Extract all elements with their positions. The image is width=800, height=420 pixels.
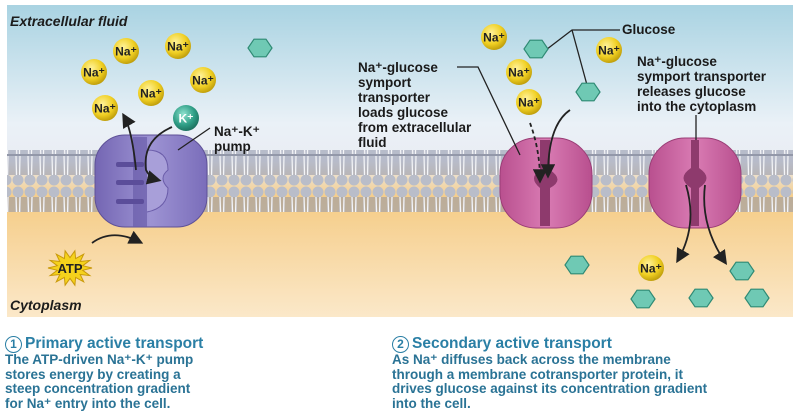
sodium-ion: Na⁺ bbox=[138, 80, 164, 106]
potassium-in-arrow bbox=[144, 126, 173, 185]
potassium-ion-symbol: K⁺ bbox=[179, 112, 194, 126]
sodium-ion: Na⁺ bbox=[516, 89, 542, 115]
sodium-out-arrow bbox=[122, 112, 137, 171]
sodium-ion-symbol: Na⁺ bbox=[192, 74, 214, 88]
sodium-ion: Na⁺ bbox=[481, 24, 507, 50]
sodium-ion-circle bbox=[165, 33, 191, 59]
leader-lines bbox=[177, 29, 697, 156]
sodium-ion-circle bbox=[92, 95, 118, 121]
sodium-ion: Na⁺ bbox=[638, 255, 664, 281]
symporter-releasing bbox=[648, 137, 742, 229]
sodium-ion-symbol: Na⁺ bbox=[83, 66, 105, 80]
glucose-molecule bbox=[744, 288, 770, 308]
sodium-ion: Na⁺ bbox=[113, 38, 139, 64]
sodium-ion: Na⁺ bbox=[596, 37, 622, 63]
sodium-ion-symbol: Na⁺ bbox=[94, 102, 116, 116]
sodium-ion: Na⁺ bbox=[81, 59, 107, 85]
transport-diagram: Na⁺ Na⁺ Na⁺ Na⁺ Na⁺ Na⁺ Na⁺ Na⁺ Na⁺ Na⁺ Na⁺ K⁺ ATP bbox=[7, 5, 793, 317]
sodium-ion: Na⁺ bbox=[92, 95, 118, 121]
glucose-molecule bbox=[247, 38, 273, 58]
sodium-ion-symbol: Na⁺ bbox=[640, 262, 662, 276]
glucose-molecule bbox=[575, 82, 601, 102]
sodium-ion-symbol: Na⁺ bbox=[140, 87, 162, 101]
glucose-molecule bbox=[630, 289, 656, 309]
symporter-loading bbox=[499, 137, 593, 229]
sodium-ion-symbol: Na⁺ bbox=[598, 44, 620, 58]
potassium-ion: K⁺ bbox=[173, 105, 199, 131]
primary-transport-title: Primary active transport bbox=[25, 335, 204, 352]
potassium-ion-circle bbox=[173, 105, 199, 131]
sodium-ion: Na⁺ bbox=[506, 59, 532, 85]
glucose-molecule bbox=[729, 261, 755, 281]
sodium-ion-circle bbox=[481, 24, 507, 50]
sodium-symport-arrow bbox=[529, 122, 548, 184]
sodium-ion-circle bbox=[81, 59, 107, 85]
glucose-molecule bbox=[564, 255, 590, 275]
sodium-ion-symbol: Na⁺ bbox=[483, 31, 505, 45]
sodium-ion: Na⁺ bbox=[165, 33, 191, 59]
pump-label: Na⁺-K⁺ pump bbox=[214, 124, 260, 154]
sodium-ion-circle bbox=[506, 59, 532, 85]
secondary-transport-title: Secondary active transport bbox=[412, 335, 612, 352]
step-number-2: 2 bbox=[392, 335, 409, 353]
atp-label: ATP bbox=[57, 261, 82, 276]
sodium-ion-symbol: Na⁺ bbox=[518, 96, 540, 110]
sodium-potassium-pump bbox=[94, 134, 208, 228]
extracellular-fluid-label: Extracellular fluid bbox=[10, 13, 128, 29]
sodium-ion-circle bbox=[190, 67, 216, 93]
secondary-transport-body: As Na⁺ diffuses back across the membrane… bbox=[392, 352, 708, 411]
sodium-ion-symbol: Na⁺ bbox=[167, 40, 189, 54]
sodium-ion-circle bbox=[596, 37, 622, 63]
symport-releasing-label: Na⁺-glucose symport transporter releases… bbox=[637, 54, 767, 114]
glucose-label: Glucose bbox=[622, 22, 676, 37]
sodium-ion-symbol: Na⁺ bbox=[508, 66, 530, 80]
sodium-release-arrow bbox=[676, 184, 692, 264]
cytoplasm-label: Cytoplasm bbox=[10, 297, 82, 313]
atp-arrow bbox=[91, 230, 144, 244]
transport-arrows bbox=[91, 109, 728, 265]
glucose-release-arrow bbox=[703, 184, 728, 265]
sodium-ion-circle bbox=[138, 80, 164, 106]
sodium-ion-circle bbox=[516, 89, 542, 115]
primary-transport-body: The ATP-driven Na⁺-K⁺ pump stores energy… bbox=[5, 352, 194, 411]
sodium-ion-circle bbox=[113, 38, 139, 64]
glucose-molecule bbox=[688, 288, 714, 308]
glucose-molecule bbox=[523, 39, 549, 59]
atp-starburst-icon bbox=[47, 249, 93, 287]
symport-loading-label: Na⁺-glucose symport transporter loads gl… bbox=[358, 60, 472, 150]
sodium-ion-symbol: Na⁺ bbox=[115, 45, 137, 59]
sodium-ion: Na⁺ bbox=[190, 67, 216, 93]
glucose-symport-arrow bbox=[540, 109, 571, 179]
step-number-1: 1 bbox=[5, 335, 22, 353]
sodium-ion-circle bbox=[638, 255, 664, 281]
